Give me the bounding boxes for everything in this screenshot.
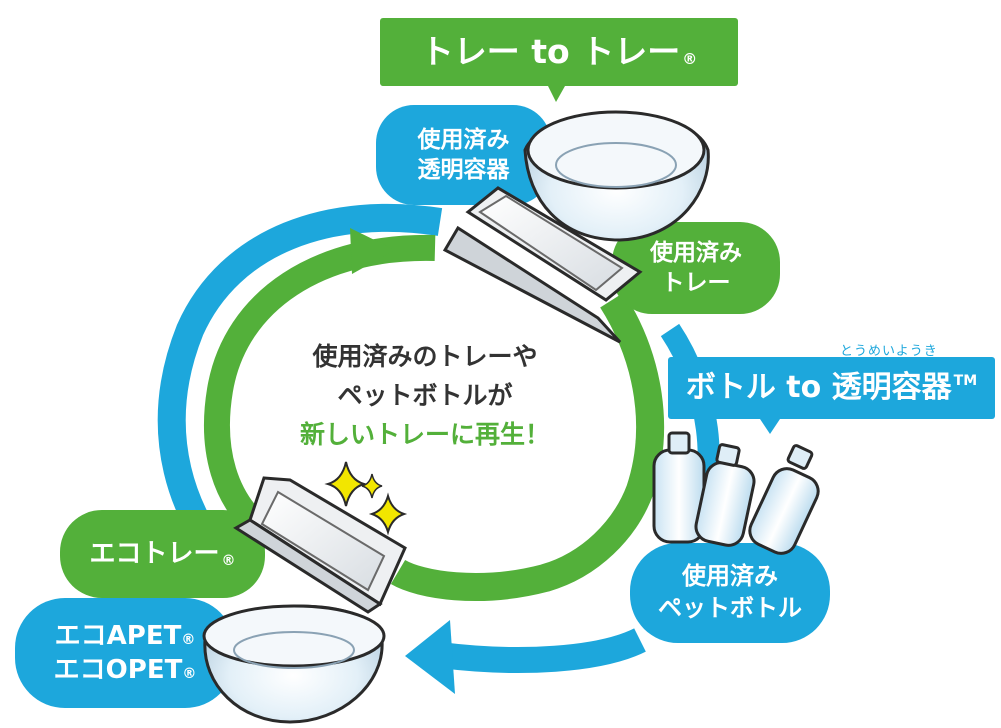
used-pet-bottle-line2: ペットボトル: [658, 593, 802, 625]
used-clear-container-line2: 透明容器: [418, 155, 510, 185]
green-arrowhead: [350, 228, 395, 274]
used-clear-container-label: 使用済み 透明容器: [376, 105, 551, 205]
bottle-to-container-text: ボトル to 透明容器: [686, 368, 952, 408]
blue-arrowhead: [405, 620, 455, 694]
used-pet-bottle-label: 使用済み ペットボトル: [630, 543, 830, 643]
tray-to-tray-title: トレー to トレー ®: [380, 18, 738, 86]
center-line3: 新しいトレーに再生！: [255, 416, 595, 455]
center-message: 使用済みのトレーや ペットボトルが 新しいトレーに再生！: [255, 338, 595, 454]
used-tray-label: 使用済み トレー: [612, 222, 780, 314]
registered-mark: ®: [682, 50, 697, 70]
eco-tray-label: エコトレー ®: [60, 510, 265, 598]
center-line2: ペットボトルが: [255, 377, 595, 416]
tray-to-tray-pointer: [548, 86, 565, 102]
pet-bottle-icon: [654, 433, 823, 558]
center-line1: 使用済みのトレーや: [255, 338, 595, 377]
eco-apet-mark: ®: [181, 632, 195, 648]
used-tray-line2: トレー: [662, 268, 731, 298]
eco-tray-mark: ®: [222, 552, 236, 570]
used-clear-container-line1: 使用済み: [418, 125, 510, 155]
trademark: TM: [954, 372, 977, 390]
eco-tray-text: エコトレー: [89, 537, 219, 571]
bottle-to-container-pointer: [760, 419, 780, 434]
tray-to-tray-text: トレー to トレー: [421, 30, 680, 74]
used-tray-line1: 使用済み: [650, 238, 742, 268]
eco-pet-label: エコAPET® エコOPET®: [15, 598, 235, 708]
eco-apet-text: エコAPET: [55, 621, 182, 651]
bottle-to-container-title: ボトル to 透明容器 TM: [668, 357, 995, 419]
blue-return-arc: [440, 640, 640, 660]
used-pet-bottle-line1: 使用済み: [682, 561, 778, 593]
eco-opet-text: エコOPET: [54, 655, 183, 685]
eco-opet-mark: ®: [182, 666, 196, 682]
